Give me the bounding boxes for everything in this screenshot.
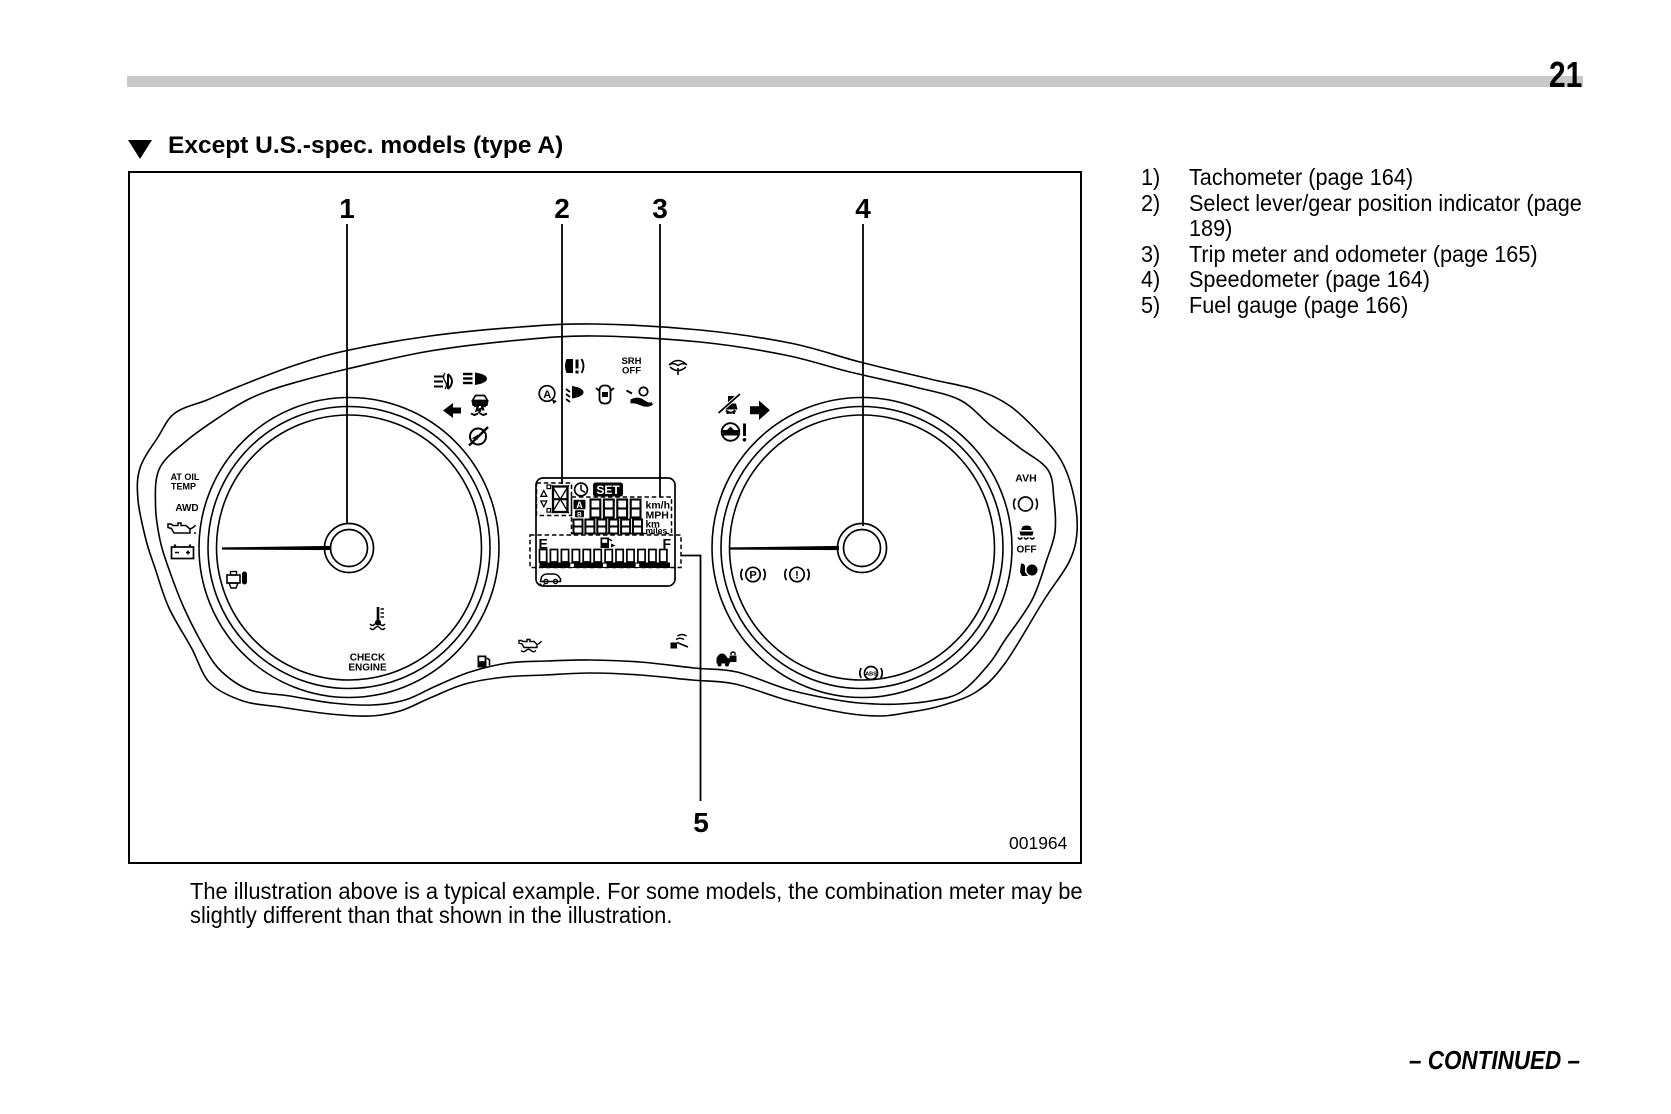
svg-text:1: 1 [339,193,355,224]
svg-text:ENGINE: ENGINE [348,663,387,674]
svg-text:km/h: km/h [646,500,671,512]
svg-text:2: 2 [554,193,570,224]
svg-text:!: ! [795,570,799,582]
svg-text:A: A [543,389,551,401]
svg-text:5: 5 [693,807,709,838]
svg-text:4: 4 [855,193,871,224]
svg-text:P: P [749,570,756,582]
svg-text:OFF: OFF [1017,545,1037,556]
svg-text:A: A [576,500,583,510]
svg-text:TEMP: TEMP [171,482,196,492]
svg-text:miles: miles [646,526,668,536]
svg-text:CHECK: CHECK [350,653,386,664]
svg-text:F: F [663,536,672,552]
svg-text:B: B [577,511,582,518]
svg-text:ABS: ABS [865,672,877,678]
svg-text:3: 3 [652,193,668,224]
svg-text:SET: SET [596,483,620,497]
svg-text:MPH: MPH [646,510,669,522]
svg-text:001964: 001964 [1009,833,1068,853]
svg-text:km: km [646,520,661,531]
svg-text:E: E [539,536,548,552]
svg-text:OFF: OFF [622,366,641,377]
svg-text:AWD: AWD [175,503,198,514]
svg-text:AVH: AVH [1015,473,1036,485]
svg-text:SRH: SRH [621,356,641,367]
svg-text:AT OIL: AT OIL [171,472,200,482]
